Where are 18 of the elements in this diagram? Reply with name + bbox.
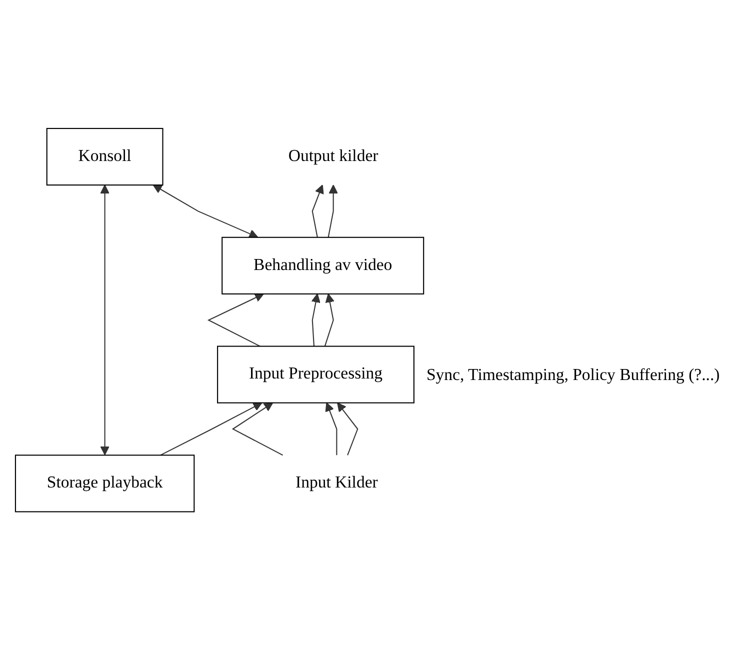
node-box: Konsoll [46,128,164,186]
arrow [312,185,324,238]
arrow [160,402,262,456]
node-box: Behandling av video [222,237,424,295]
arrow [328,185,338,238]
note-text: Sync, Timestamping, Policy Buffering (?...) [426,365,720,384]
arrow [311,294,320,347]
node-box: Storage playback [14,455,195,513]
arrow [325,402,338,456]
arrow [324,294,334,347]
node-text: Output kilder [288,148,378,166]
node-box: Input Preprocessing [217,346,414,404]
arrow [232,402,284,456]
arrow [337,402,358,456]
node-text: Input Kilder [296,474,378,492]
arrow [152,185,258,238]
arrow [100,185,110,456]
arrow [207,294,264,348]
